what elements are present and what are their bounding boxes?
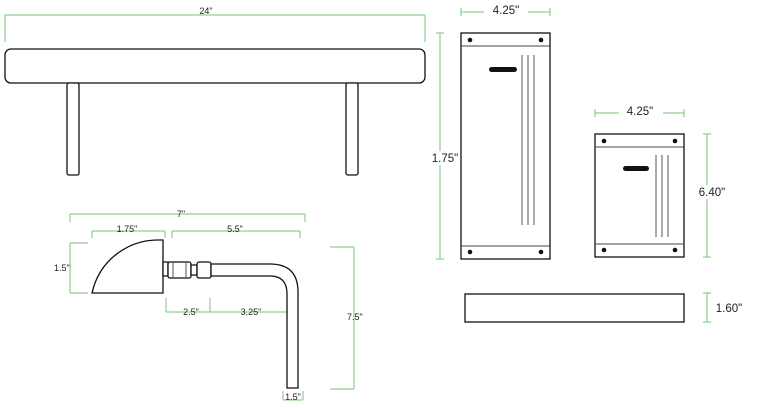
large-plate-screw-tr	[538, 37, 544, 43]
lamp-height-dimension: 7.5"	[330, 246, 363, 390]
lamp-shade-width-dimension: 1.75"	[91, 224, 166, 238]
lamp-shade-height-dimension: 1.5"	[54, 242, 88, 294]
lamp-overall-width-label: 7"	[177, 209, 185, 219]
lamp-joint	[167, 261, 192, 279]
lamp-offset-b-label: 3.25"	[241, 307, 262, 317]
small-plate-screw-br	[672, 247, 678, 253]
small-plate-width-dimension: 4.25"	[594, 104, 685, 118]
large-plate-height-label: 1.75"	[432, 153, 458, 165]
lamp-base-label: 1.5"	[285, 392, 301, 402]
large-plate-group: 4.25" 1.75"	[427, 3, 551, 260]
small-plate-screw-tl	[601, 138, 607, 144]
large-plate-width-dimension: 4.25"	[460, 3, 551, 17]
large-plate-screw-br	[538, 249, 544, 255]
lamp-height-label: 7.5"	[347, 312, 363, 322]
large-plate	[460, 32, 551, 260]
shelf-body	[4, 48, 426, 84]
large-plate-screw-bl	[467, 249, 473, 255]
small-plate-height-label: 6.40"	[699, 187, 725, 199]
large-plate-slot	[489, 67, 517, 72]
small-plate-width-label: 4.25"	[627, 106, 653, 118]
shelf-width-label: 24"	[199, 6, 212, 16]
large-plate-screw-tl	[467, 37, 473, 43]
lamp-arm-width-label: 5.5"	[227, 224, 243, 234]
shelf-leg-right	[345, 82, 359, 176]
lamp-shade	[91, 239, 164, 294]
shelf-group: 24"	[4, 6, 426, 176]
small-plate-group: 4.25" 6.40"	[594, 104, 734, 258]
lamp-shade-neck	[162, 261, 169, 277]
bar-height-label: 1.60"	[716, 303, 742, 315]
lamp-offset-a-label: 2.5"	[183, 307, 199, 317]
lamp-coupler	[190, 264, 198, 276]
large-plate-width-label: 4.25"	[493, 5, 519, 17]
bar-group: 1.60"	[464, 292, 747, 323]
lamp-base-dimension: 1.5"	[282, 391, 304, 402]
lamp-arm-width-dimension: 5.5"	[171, 224, 301, 238]
lamp-collar	[196, 261, 212, 279]
large-plate-height-dimension: 1.75"	[427, 32, 461, 260]
small-plate-screw-tr	[672, 138, 678, 144]
shelf-leg-left	[66, 82, 80, 176]
small-plate-height-dimension: 6.40"	[694, 133, 734, 258]
small-plate-slot	[623, 166, 649, 171]
lamp-shade-width-label: 1.75"	[117, 224, 138, 234]
lamp-offset-dimension: 2.5" 3.25"	[165, 298, 291, 317]
lamp-shade-height-label: 1.5"	[54, 263, 70, 273]
lamp-group: 7" 1.75" 5.5" 1.5" 2.5" 3.25"	[54, 209, 363, 402]
shelf-width-dimension: 24"	[4, 6, 426, 42]
lamp-arm	[210, 263, 299, 389]
small-plate	[594, 133, 685, 258]
small-plate-screw-bl	[601, 247, 607, 253]
bar	[464, 293, 685, 323]
bar-height-dimension: 1.60"	[703, 292, 747, 323]
lamp-overall-width-dimension: 7"	[69, 209, 306, 222]
